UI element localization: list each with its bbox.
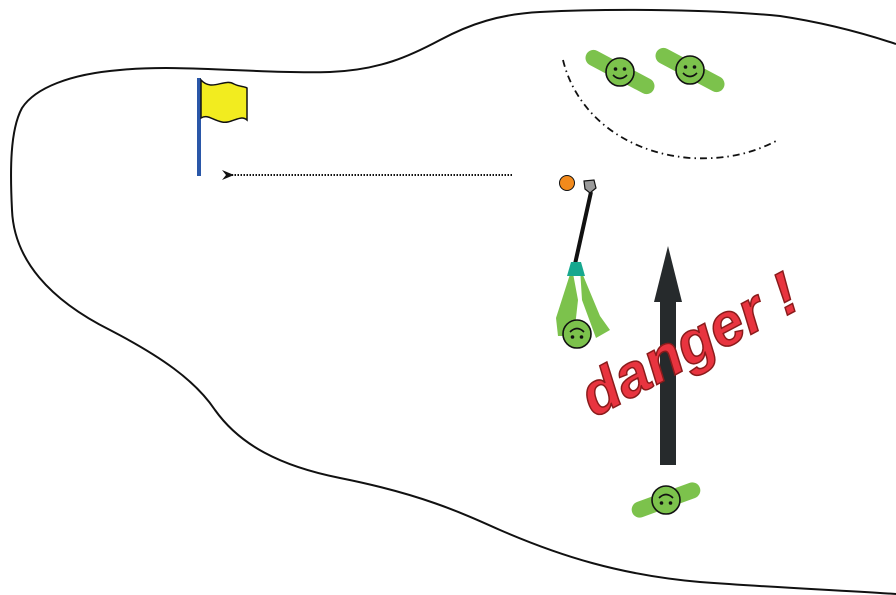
club-grip <box>567 262 585 276</box>
golfer-right-arm <box>580 268 610 338</box>
spectator-3 <box>631 482 701 518</box>
smiley-face-icon <box>675 55 705 85</box>
smiley-face-icon <box>651 485 681 515</box>
club-head <box>583 179 597 194</box>
smiley-face-icon <box>562 319 592 349</box>
flag-banner <box>200 78 248 123</box>
spectator-1 <box>585 49 655 95</box>
spectator-2 <box>655 47 725 93</box>
danger-arrow <box>654 246 682 465</box>
safety-zone-arc <box>562 59 779 160</box>
golf-ball-icon <box>559 175 575 191</box>
flag-icon <box>197 78 248 176</box>
flagpole <box>197 78 201 176</box>
club-shaft <box>573 191 593 265</box>
smiley-face-icon <box>605 57 635 87</box>
golfer-icon <box>556 179 610 349</box>
danger-warning-text: danger ! <box>569 259 809 429</box>
fairway-outline <box>10 8 896 595</box>
golfer-left-arm <box>556 268 578 336</box>
